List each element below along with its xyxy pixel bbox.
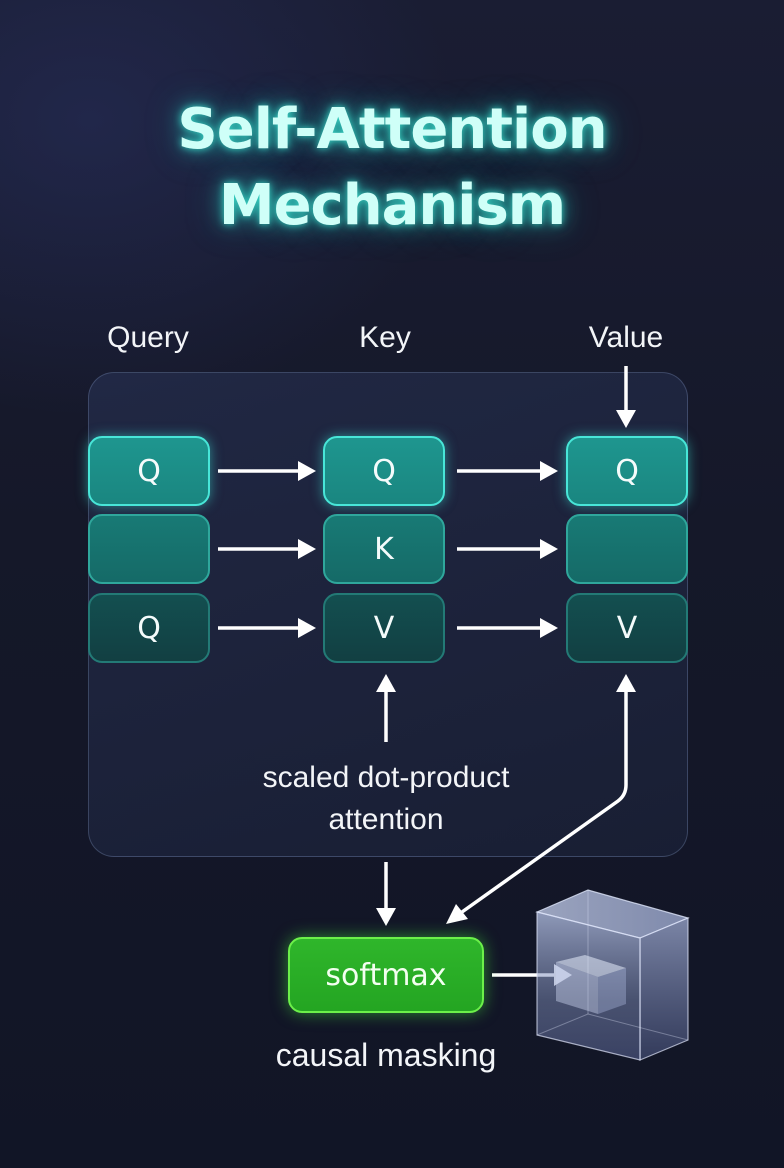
arrow-row-2-key-to-value: [457, 539, 558, 559]
query-box-row-3: Q: [88, 593, 210, 663]
diagram-title-line-1: Self-Attention: [177, 97, 607, 162]
attention-to-key-arrow: [376, 674, 396, 742]
value-box-row-2: [566, 514, 688, 584]
value-box-row-1: Q: [566, 436, 688, 506]
attention-to-softmax-arrow: [376, 862, 396, 926]
query-box-row-2: [88, 514, 210, 584]
value-box-row-3: V: [566, 593, 688, 663]
arrow-row-1-query-to-key: [218, 461, 316, 481]
key-box-row-3: V: [323, 593, 445, 663]
column-label-key: Key: [359, 321, 411, 354]
arrow-row-3-query-to-key: [218, 618, 316, 638]
arrow-row-3-key-to-value: [457, 618, 558, 638]
attention-label-line-1: scaled dot-product: [262, 761, 510, 794]
arrow-row-1-key-to-value: [457, 461, 558, 481]
diagram-title-line-2: Mechanism: [218, 173, 566, 238]
arrow-row-2-query-to-key: [218, 539, 316, 559]
softmax-box: softmax: [288, 937, 484, 1013]
attention-label-line-2: attention: [328, 803, 444, 836]
query-box-row-1: Q: [88, 436, 210, 506]
softmax-to-value-arrow: [446, 674, 636, 924]
column-label-value: Value: [588, 321, 664, 354]
key-box-row-2: K: [323, 514, 445, 584]
column-label-query: Query: [107, 321, 189, 354]
translucent-cube-icon: [535, 889, 690, 1061]
causal-masking-label: causal masking: [275, 1037, 497, 1073]
value-input-arrow: [616, 366, 636, 428]
key-box-row-1: Q: [323, 436, 445, 506]
